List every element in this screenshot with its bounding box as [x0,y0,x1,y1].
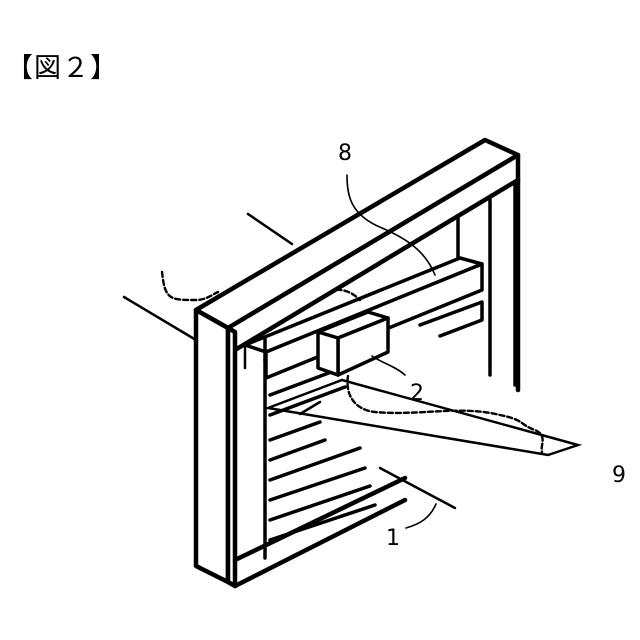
ref-9: 9 [612,463,626,488]
ref-1: 1 [386,526,400,551]
ref-8: 8 [338,141,352,166]
ref-2: 2 [410,381,424,406]
